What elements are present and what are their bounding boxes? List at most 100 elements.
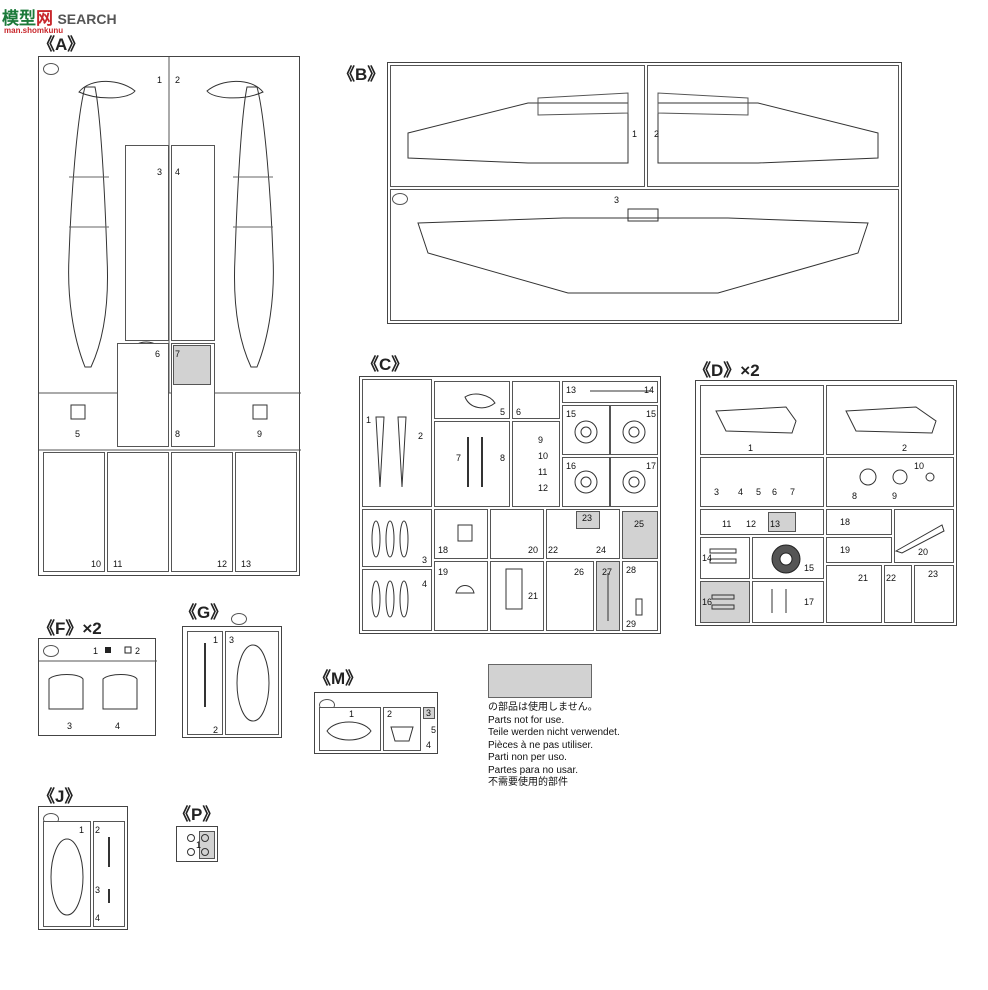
watermark-logo-cn-2: 网 [36, 9, 53, 28]
part-d8-10-frame [826, 457, 954, 507]
part-number: 1 [632, 129, 638, 139]
part-number: 11 [538, 467, 548, 477]
legend-line-jp: の部品は使用しません。 [488, 702, 598, 713]
sprue-g-lines [204, 643, 270, 722]
sprue-a: 1 2 3 4 5 6 7 8 9 10 11 12 13 [38, 56, 301, 576]
part-number: 22 [886, 573, 897, 583]
part-number: 25 [634, 519, 645, 529]
sprue-b: 1 2 3 [387, 62, 902, 324]
part-number: 27 [602, 567, 613, 577]
sprue-f-lines [39, 646, 157, 710]
part-c1-2-frame [362, 379, 432, 507]
part-number: 2 [387, 709, 393, 719]
part-number: 21 [858, 573, 869, 583]
part-number: 6 [155, 349, 161, 359]
part-number: 18 [438, 545, 449, 555]
part-c19-frame [434, 561, 488, 631]
sprue-label-a: 《A》 [38, 35, 85, 54]
part-a11-frame [107, 452, 169, 572]
part-c28-29-frame [622, 561, 658, 631]
part-number: 13 [770, 519, 781, 529]
sprue-label-g: 《G》 [180, 603, 228, 622]
part-p1-unused [199, 831, 215, 859]
part-number: 2 [175, 75, 181, 85]
part-number: 5 [500, 407, 506, 417]
part-number: 7 [456, 453, 462, 463]
part-c9-12-frame [512, 421, 560, 507]
part-d23-frame [914, 565, 954, 623]
part-number: 11 [722, 519, 732, 529]
legend-line-es: Partes para no usar. [488, 764, 579, 776]
part-number: 3 [422, 555, 428, 565]
sprue-tab [43, 645, 59, 657]
part-number: 3 [714, 487, 720, 497]
watermark-logo: 模型网 SEARCH [2, 4, 117, 29]
part-m3-unused [423, 707, 435, 719]
part-c15b-frame [610, 405, 658, 455]
sprue-f: 1 2 3 4 [38, 638, 157, 736]
part-number: 6 [516, 407, 522, 417]
part-number: 4 [115, 721, 121, 731]
sprue-label-b: 《B》 [338, 65, 385, 84]
part-number: 10 [538, 451, 549, 461]
part-number: 10 [91, 559, 102, 569]
sprue-d: 1 2 3 4 5 6 7 8 9 10 11 12 13 18 19 20 1… [695, 380, 957, 626]
part-number: 19 [438, 567, 449, 577]
part-d22-frame [884, 565, 912, 623]
part-c25-unused [622, 511, 658, 559]
part-a3-frame [125, 145, 169, 341]
part-b3-frame [390, 189, 899, 321]
part-d13-unused [768, 512, 796, 532]
part-number: 4 [95, 913, 101, 923]
sprue-tab [231, 613, 247, 625]
part-number: 1 [349, 709, 355, 719]
part-number: 16 [702, 597, 713, 607]
part-number: 17 [646, 461, 657, 471]
part-number: 1 [748, 443, 754, 453]
legend-line-de: Teile werden nicht verwendet. [488, 727, 620, 738]
part-number: 20 [918, 547, 929, 557]
part-number: 8 [852, 491, 858, 501]
part-number: 1 [79, 825, 85, 835]
part-c23-unused [576, 511, 600, 529]
sprue-label-j: 《J》 [38, 787, 82, 806]
sprue-p: 1 [176, 826, 218, 862]
sprue-c-lines [371, 390, 652, 621]
part-a4-frame [171, 145, 215, 341]
part-number: 10 [914, 461, 925, 471]
legend-line-it: Parti non per uso. [488, 752, 567, 763]
part-number: 2 [135, 646, 141, 656]
part-number: 24 [596, 545, 607, 555]
part-c5-frame [434, 381, 510, 419]
part-d14-frame [700, 537, 750, 579]
part-c20-frame [490, 509, 544, 559]
part-number: 8 [175, 429, 181, 439]
sprue-d-lines [709, 406, 945, 613]
watermark-logo-cn: 模型 [2, 9, 36, 28]
part-number: 3 [229, 635, 235, 645]
watermark-brand: SEARCH [57, 11, 117, 27]
part-d20-frame [894, 509, 954, 563]
part-number: 2 [654, 129, 660, 139]
part-number: 2 [95, 825, 101, 835]
sprue-b-lines [407, 92, 879, 294]
part-a7-unused [173, 345, 211, 385]
part-number: 3 [426, 708, 432, 718]
part-d21-frame [826, 565, 882, 623]
part-d18-frame [826, 509, 892, 535]
part-number: 2 [418, 431, 424, 441]
part-number: 5 [756, 487, 762, 497]
part-number: 1 [213, 635, 219, 645]
part-d17-frame [752, 581, 824, 623]
legend-line-fr: Pièces à ne pas utiliser. [488, 739, 594, 751]
part-number: 3 [614, 195, 620, 205]
part-number: 4 [738, 487, 744, 497]
legend-line-en: Parts not for use. [488, 714, 565, 726]
part-number: 4 [426, 740, 432, 750]
part-number: 7 [790, 487, 796, 497]
part-number: 1 [157, 75, 163, 85]
part-c16-frame [562, 457, 610, 507]
part-number: 7 [175, 349, 181, 359]
part-number: 19 [840, 545, 851, 555]
sprue-label-f: 《F》×2 [38, 619, 102, 638]
